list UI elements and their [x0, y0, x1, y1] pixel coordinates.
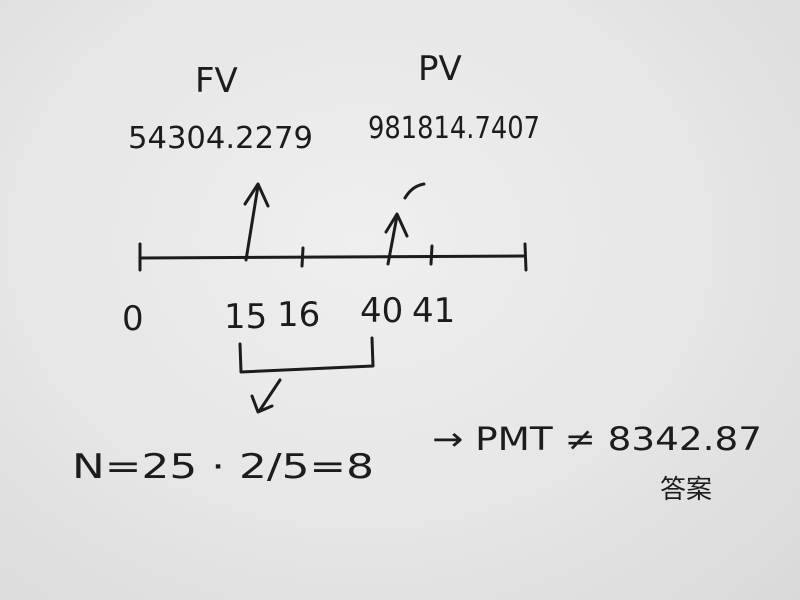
- tick-label-15: 15: [224, 297, 267, 337]
- pv-value: 981814.7407: [368, 111, 540, 146]
- tick-label-16: 16: [277, 295, 320, 335]
- fv-arrow-head: [243, 182, 270, 208]
- timeline-end-tick: [523, 242, 528, 272]
- period-bracket: [238, 336, 375, 374]
- pv-arrow-head: [384, 212, 409, 238]
- fv-arrow-shaft: [244, 184, 260, 262]
- pmt-equation: → PMT ≠ 8342.87: [432, 420, 762, 458]
- fv-value: 54304.2279: [128, 121, 313, 156]
- tick-16: [300, 246, 305, 268]
- answer-note: 答案: [660, 475, 712, 505]
- pv-tick-mark: [403, 182, 426, 200]
- n-equation: N=25 · 2/5=8: [72, 447, 374, 487]
- timeline-axis: [138, 254, 527, 260]
- tick-41: [429, 244, 434, 266]
- pv-label: PV: [418, 49, 462, 89]
- tick-label-41: 41: [412, 291, 455, 331]
- tick-label-40: 40: [360, 291, 403, 331]
- fv-label: FV: [195, 61, 238, 101]
- bracket-arrow-head: [250, 394, 274, 414]
- bracket-arrow-shaft: [258, 378, 282, 412]
- tick-label-0: 0: [122, 299, 144, 339]
- pv-arrow-shaft: [386, 214, 399, 266]
